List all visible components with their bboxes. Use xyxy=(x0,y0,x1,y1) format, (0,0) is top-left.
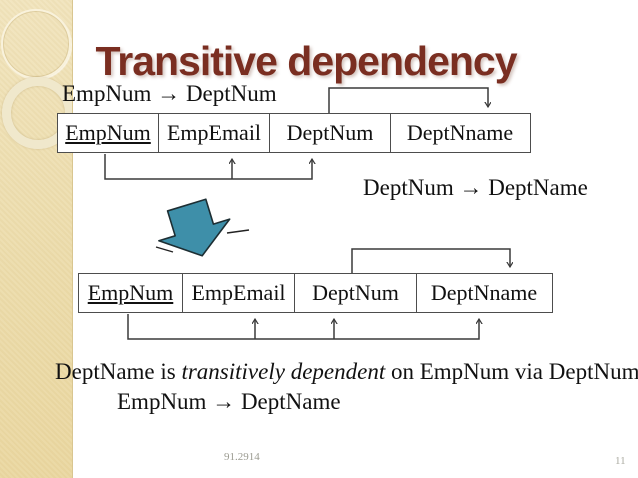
bracket-t1-empnum-main xyxy=(104,154,312,180)
conclusion-line-2: EmpNum → DeptName xyxy=(117,389,341,414)
fd-empnum-deptnum-label: EmpNum → DeptNum xyxy=(62,81,277,106)
table2-cell-empemail: EmpEmail xyxy=(182,274,294,312)
conclusion-prefix: DeptName is xyxy=(55,359,182,384)
conclusion-suffix: on EmpNum via DeptNum xyxy=(385,359,638,384)
table2-cell-deptname: DeptNname xyxy=(416,274,551,312)
relation-table-unnormalized: EmpNum EmpEmail DeptNum DeptNname xyxy=(57,113,531,153)
down-arrow-shape-group xyxy=(158,198,231,257)
relation-table-result: EmpNum EmpEmail DeptNum DeptNname xyxy=(78,273,553,313)
slide-page-number: 11 xyxy=(615,455,626,467)
bracket-t2-empnum-main xyxy=(127,314,479,340)
bracket-t1-deptnum-to-deptname xyxy=(328,87,488,113)
bracket-t2-deptnum-to-deptname xyxy=(351,248,510,273)
decorative-circle-outline xyxy=(1,9,71,79)
table2-cell-deptnum: DeptNum xyxy=(294,274,416,312)
down-arrow-shape xyxy=(158,198,231,257)
down-arrow-shadow-left xyxy=(155,246,174,253)
table1-cell-deptname: DeptNname xyxy=(390,114,529,152)
table2-cell-empnum: EmpNum xyxy=(87,280,174,305)
conclusion-italic: transitively dependent xyxy=(181,359,386,384)
table1-cell-deptnum: DeptNum xyxy=(269,114,390,152)
slide-title: Transitive dependency xyxy=(95,38,517,84)
theme-sidebar xyxy=(0,0,73,478)
down-arrow-shadow-right xyxy=(226,229,250,234)
conclusion-line-1: DeptName is transitively dependent on Em… xyxy=(55,359,638,385)
fd-deptnum-deptname-label: DeptNum → DeptName xyxy=(363,175,588,200)
footer-course-code: 91.2914 xyxy=(224,451,260,463)
table1-cell-empemail: EmpEmail xyxy=(158,114,269,152)
table1-cell-empnum: EmpNum xyxy=(65,120,151,145)
